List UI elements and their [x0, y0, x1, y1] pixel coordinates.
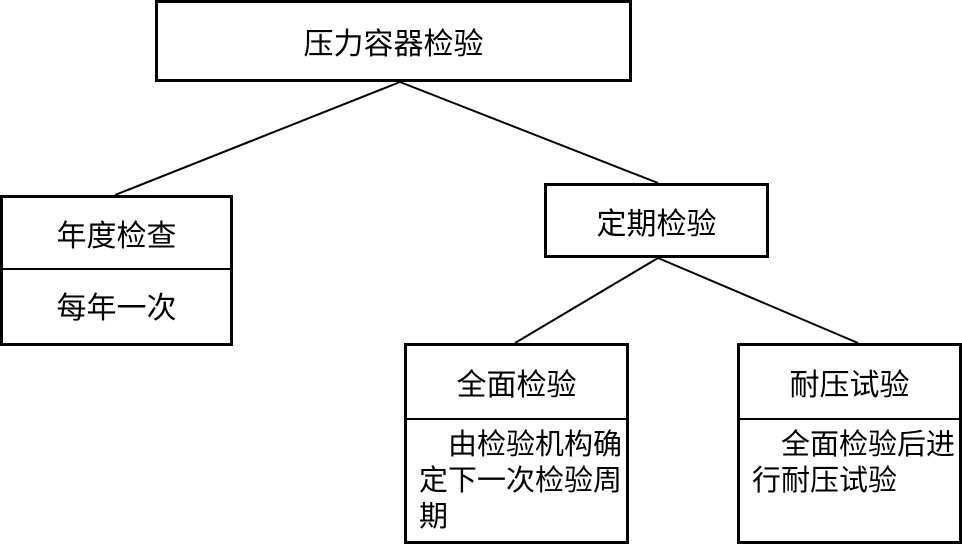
node-label: 定期检验	[596, 206, 717, 242]
node-periodic-inspection: 定期检验	[544, 183, 769, 258]
connector-periodic-to-full	[514, 257, 659, 344]
node-header: 全面检验	[407, 346, 626, 420]
connector-root-to-periodic	[399, 81, 659, 184]
node-header: 年度检查	[3, 198, 230, 270]
node-detail: 每年一次	[3, 266, 230, 343]
node-header: 耐压试验	[740, 346, 959, 420]
node-label: 压力容器检验	[303, 27, 484, 62]
node-detail-text: 全面检验后进行耐压试验	[752, 427, 956, 497]
node-detail-text: 每年一次	[56, 290, 177, 326]
connector-root-to-annual	[114, 81, 401, 196]
node-label: 全面检验	[456, 368, 577, 403]
node-full-inspection: 全面检验 由检验机构确定下一次检验周期	[404, 343, 629, 544]
node-detail-text: 由检验机构确定下一次检验周期	[419, 427, 623, 533]
connector-periodic-to-pressure	[657, 257, 859, 344]
node-pressure-vessel-inspection: 压力容器检验	[155, 0, 632, 82]
node-pressure-test: 耐压试验 全面检验后进行耐压试验	[737, 343, 962, 544]
node-annual-check: 年度检查 每年一次	[0, 195, 233, 346]
node-label: 年度检查	[56, 219, 177, 254]
node-label: 耐压试验	[789, 368, 910, 403]
